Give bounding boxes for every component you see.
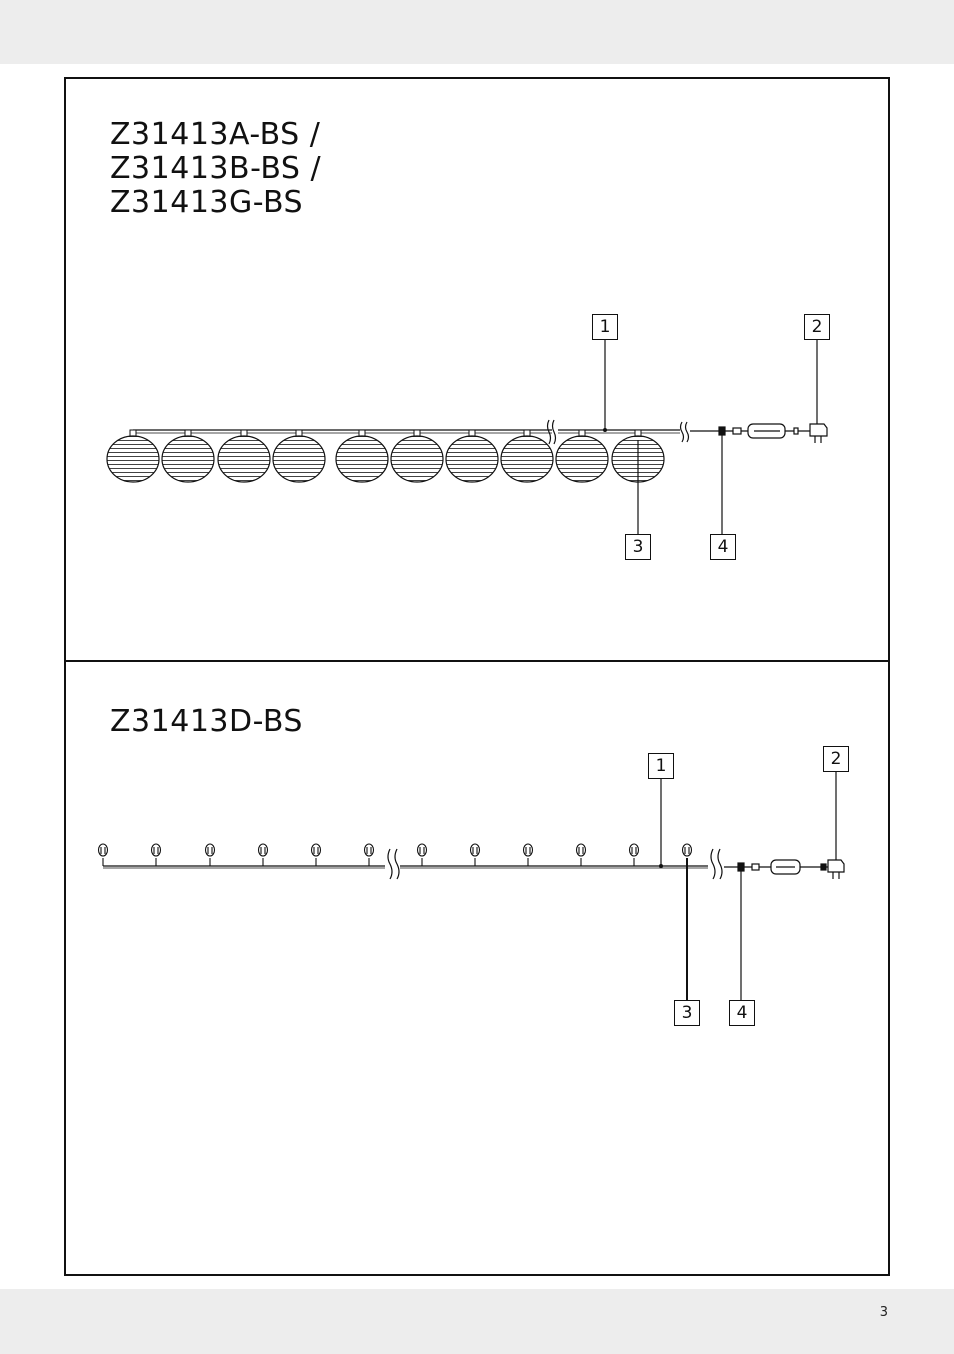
connector-icon bbox=[718, 426, 726, 436]
bottom-bulbs bbox=[97, 843, 693, 866]
bottom-power-parts bbox=[737, 859, 845, 879]
cable-break bbox=[710, 848, 716, 880]
header-band bbox=[0, 0, 954, 64]
cable-break bbox=[684, 421, 690, 443]
top-power-parts bbox=[718, 423, 828, 443]
model-name: Z31413G-BS bbox=[110, 185, 304, 220]
bulb-icon bbox=[204, 843, 216, 866]
top-light-chain bbox=[133, 419, 810, 445]
callout-1: 1 bbox=[592, 314, 618, 340]
plug-collar-icon bbox=[793, 427, 799, 435]
lantern-icon bbox=[390, 429, 444, 483]
lantern-icon bbox=[335, 429, 389, 483]
lantern-icon bbox=[500, 429, 554, 483]
bulb-icon bbox=[150, 843, 162, 866]
plug-icon bbox=[809, 423, 828, 437]
callout-4: 4 bbox=[729, 1000, 755, 1026]
callout-2: 2 bbox=[804, 314, 830, 340]
lantern-icon bbox=[217, 429, 271, 483]
plug-icon bbox=[827, 859, 845, 873]
bulb-icon bbox=[363, 843, 375, 866]
top-lanterns bbox=[106, 429, 665, 483]
connector-icon bbox=[737, 862, 745, 872]
section-divider bbox=[66, 660, 888, 662]
callout-2: 2 bbox=[823, 746, 849, 772]
top-model-list: Z31413A-BS / Z31413B-BS / Z31413G-BS bbox=[110, 118, 321, 220]
lantern-icon bbox=[272, 429, 326, 483]
cable-break bbox=[679, 421, 685, 443]
callout-4: 4 bbox=[710, 534, 736, 560]
bottom-leader-lines bbox=[660, 772, 837, 1000]
bulb-icon bbox=[681, 843, 693, 866]
footer-band bbox=[0, 1289, 954, 1354]
bulb-icon bbox=[257, 843, 269, 866]
bulb-icon bbox=[416, 843, 428, 866]
bulb-icon bbox=[469, 843, 481, 866]
cable-break bbox=[387, 848, 393, 880]
lantern-icon bbox=[445, 429, 499, 483]
model-name: Z31413B-BS / bbox=[110, 151, 322, 186]
page-number: 3 bbox=[879, 1305, 888, 1320]
bulb-icon bbox=[575, 843, 587, 866]
bulb-icon bbox=[628, 843, 640, 866]
lantern-icon bbox=[161, 429, 215, 483]
bulb-icon bbox=[522, 843, 534, 866]
model-name: Z31413A-BS / bbox=[110, 117, 321, 152]
lantern-icon bbox=[106, 429, 160, 483]
callout-1: 1 bbox=[648, 753, 674, 779]
cable-break bbox=[394, 848, 400, 880]
plug-collar-icon bbox=[820, 863, 827, 871]
coupler-icon bbox=[732, 427, 742, 435]
cable-break bbox=[717, 848, 723, 880]
coupler-icon bbox=[751, 863, 760, 871]
top-leader-lines bbox=[604, 340, 818, 534]
lantern-icon bbox=[555, 429, 609, 483]
diagram-frame bbox=[64, 77, 890, 1276]
callout-3: 3 bbox=[625, 534, 651, 560]
bottom-model-title: Z31413D-BS bbox=[110, 704, 303, 739]
cable-break bbox=[546, 419, 552, 445]
callout-3: 3 bbox=[674, 1000, 700, 1026]
cable-break bbox=[551, 419, 557, 445]
bulb-icon bbox=[310, 843, 322, 866]
bulb-icon bbox=[97, 843, 109, 866]
